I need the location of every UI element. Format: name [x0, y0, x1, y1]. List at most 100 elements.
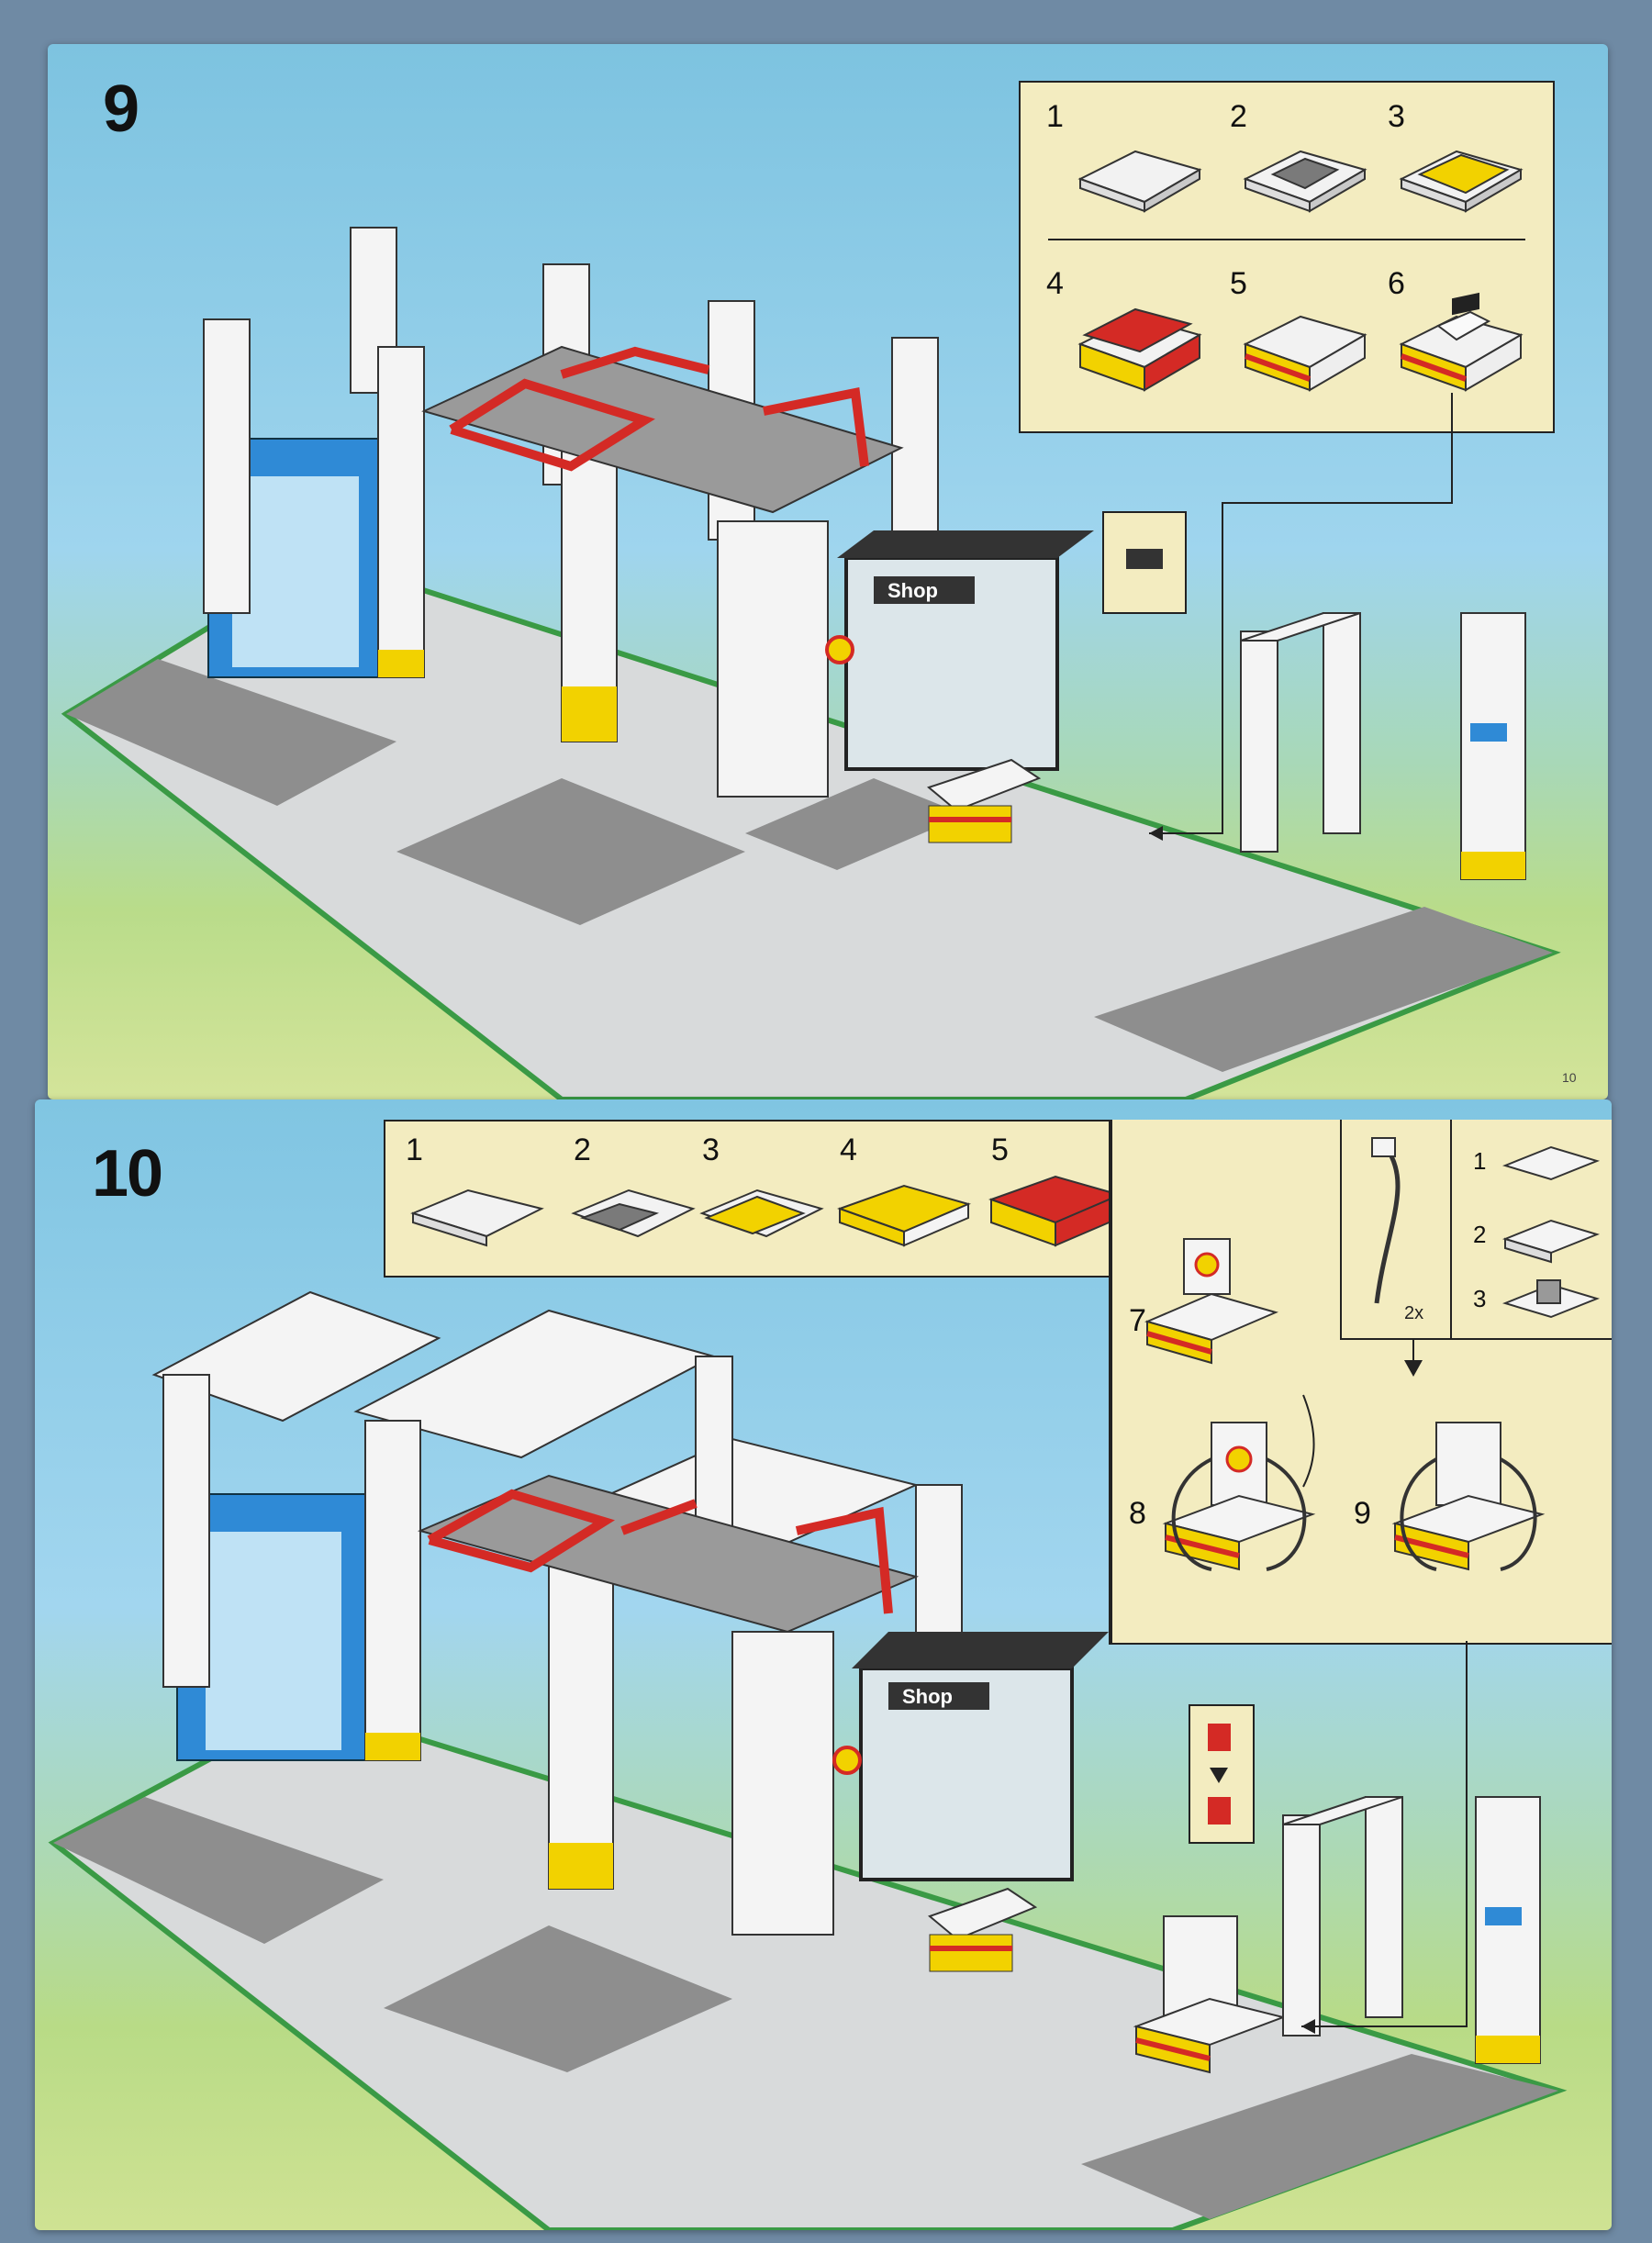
page-corner-number: 10	[1562, 1070, 1577, 1085]
fuel-hose-icon	[1500, 1457, 1537, 1571]
car-wash-brush	[204, 1530, 343, 1752]
shop-roof	[837, 530, 1094, 558]
grey-plate	[396, 778, 745, 925]
counter	[926, 758, 1042, 812]
pillar	[377, 346, 425, 678]
substep-number: 4	[1046, 266, 1064, 301]
sign-window	[1485, 1907, 1522, 1925]
parts-illustrations	[1077, 150, 1524, 392]
instruction-page-step-10: 10 1 2 3 4 5 6	[35, 1099, 1612, 2230]
mini-substep-number: 1	[1473, 1147, 1487, 1175]
arrow-down-icon	[1149, 826, 1163, 841]
substep-number: 5	[1230, 266, 1247, 301]
yellow-brick	[549, 1843, 613, 1889]
substep-number: 5	[991, 1133, 1009, 1167]
fuel-hose-icon	[1171, 1457, 1212, 1571]
lego-brick-icon	[1399, 150, 1524, 213]
sign-window	[1470, 723, 1507, 742]
step-number: 9	[103, 73, 140, 146]
shop-sign: Shop	[887, 579, 938, 602]
substep-number: 1	[406, 1133, 423, 1167]
substep-number: 7	[1129, 1303, 1146, 1338]
lego-brick-icon	[571, 1188, 696, 1238]
arch-pillar	[1282, 1814, 1321, 2037]
lego-brick-icon	[1208, 1724, 1231, 1751]
arrow-down-icon	[1301, 2019, 1315, 2034]
fuel-hose-icon	[1266, 1457, 1307, 1571]
fuel-pump-part	[1144, 1238, 1278, 1365]
yellow-brick	[562, 686, 617, 742]
sign-tower	[1460, 612, 1526, 880]
counter	[928, 1887, 1038, 1941]
panel-divider	[1450, 1120, 1452, 1340]
shell-logo-icon	[1225, 1445, 1253, 1473]
substep-number: 3	[702, 1133, 720, 1167]
grey-plate	[384, 1925, 732, 2072]
fuel-hose-icon	[1400, 1457, 1437, 1571]
red-railing	[427, 1489, 616, 1573]
lego-brick-icon	[1399, 292, 1524, 392]
pillar	[364, 1420, 421, 1761]
fuel-pump	[1163, 1915, 1238, 2018]
yellow-brick	[378, 650, 424, 677]
lego-brick-icon	[1208, 1797, 1231, 1825]
yellow-brick	[1476, 2036, 1540, 2063]
red-railing	[449, 378, 655, 472]
grey-plate	[745, 778, 966, 870]
lego-brick-icon	[1243, 315, 1367, 392]
arrow-down-icon	[1210, 1768, 1228, 1783]
red-railing	[620, 1499, 698, 1535]
lego-brick-icon	[699, 1188, 824, 1238]
shop-sign: Shop	[902, 1685, 953, 1708]
parts-column-illustrations	[1144, 1137, 1601, 1571]
pillar	[203, 318, 251, 614]
arch-top	[1282, 1796, 1403, 1825]
callout-line	[1302, 1394, 1315, 1488]
fuel-pump-part	[1391, 1422, 1546, 1571]
shop-wall	[731, 1631, 834, 1936]
hose-quantity: 2x	[1404, 1303, 1424, 1323]
red-railing	[560, 346, 710, 379]
substep-number: 9	[1354, 1496, 1371, 1531]
assembly-illustration-step-9: Shop	[61, 227, 1561, 1099]
mini-substep-number: 3	[1473, 1285, 1487, 1312]
callout-line	[1301, 1641, 1468, 2027]
substep-number: 2	[574, 1133, 591, 1167]
panel-divider	[1111, 1120, 1112, 1643]
pillar	[891, 337, 939, 541]
step-number: 10	[92, 1137, 163, 1211]
shop-wall	[717, 520, 829, 798]
counter-base	[929, 1934, 1013, 1972]
red-railing	[795, 1506, 893, 1614]
red-railing	[763, 387, 869, 467]
panel-divider	[1048, 239, 1525, 240]
fuel-pump-part	[1162, 1422, 1316, 1571]
shop-roof	[852, 1632, 1109, 1668]
arrow-down-icon	[1404, 1360, 1423, 1377]
lego-brick-icon	[837, 1184, 971, 1247]
shop-sign-bg	[874, 576, 975, 604]
counter-base	[928, 805, 1012, 843]
pillar	[548, 1521, 614, 1890]
grey-plate	[1094, 907, 1553, 1072]
fuel-hose-icon	[1374, 1145, 1401, 1304]
parts-panel: 1 2 3 4 5 6	[1019, 81, 1555, 433]
upper-deck	[421, 345, 904, 514]
sign-tower	[1475, 1796, 1541, 2064]
grey-plate	[1081, 2054, 1558, 2219]
callout-line	[1149, 393, 1453, 834]
panel-divider	[1340, 1120, 1342, 1340]
parts-panel-column: 7 8 9 2x 1 2 3	[1109, 1120, 1612, 1645]
car-wash-brush	[230, 474, 361, 669]
lego-brick-icon	[1501, 1145, 1601, 1181]
grey-plate	[66, 659, 396, 806]
substep-number: 3	[1388, 99, 1405, 134]
shell-logo-icon	[832, 1746, 862, 1775]
panel-divider	[1340, 1338, 1612, 1340]
shell-logo-icon	[1194, 1252, 1220, 1278]
substep-number: 2	[1230, 99, 1247, 134]
arch-pillar	[1323, 612, 1361, 834]
lego-brick-icon	[1077, 150, 1202, 213]
pillar	[162, 1374, 210, 1688]
lego-brick-icon	[1126, 549, 1163, 569]
